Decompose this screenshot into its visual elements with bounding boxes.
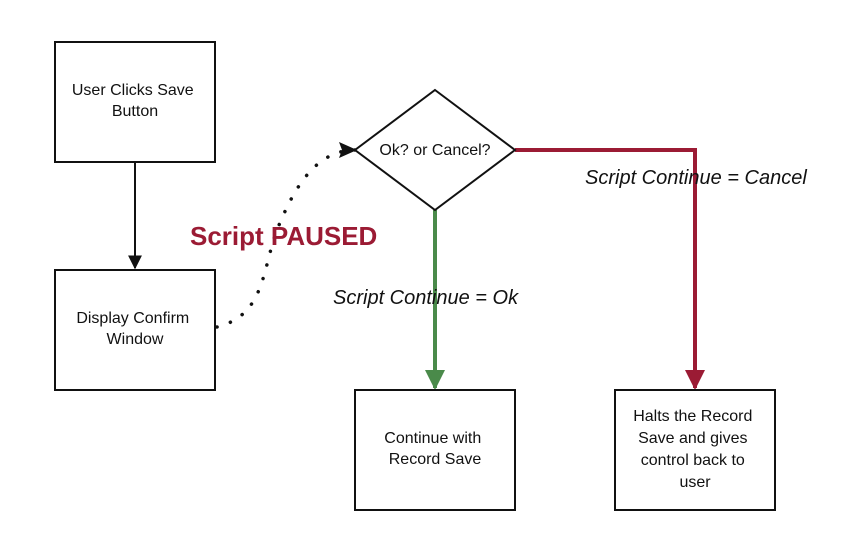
node-decision-text: Ok? or Cancel? xyxy=(379,142,490,159)
node-halts-save-text: Halts the Record Save and gives control … xyxy=(633,408,757,491)
label-continue-cancel: Script Continue = Cancel xyxy=(585,167,807,189)
node-display-confirm: Display Confirm Window xyxy=(54,269,216,391)
label-continue-ok: Script Continue = Ok xyxy=(333,287,519,309)
edge-confirm-to-decision-arrowhead xyxy=(339,142,357,158)
node-user-clicks-save: User Clicks Save Button xyxy=(54,41,216,163)
node-decision: Ok? or Cancel? xyxy=(353,88,517,212)
edge-decision-to-halts xyxy=(515,148,705,390)
node-continue-save: Continue with Record Save xyxy=(354,389,516,511)
label-script-paused: Script PAUSED xyxy=(190,221,377,251)
node-user-clicks-save-text: User Clicks Save Button xyxy=(72,82,198,120)
node-continue-save-text: Continue with Record Save xyxy=(384,430,485,468)
node-display-confirm-text: Display Confirm Window xyxy=(76,310,193,348)
node-halts-save: Halts the Record Save and gives control … xyxy=(614,389,776,511)
